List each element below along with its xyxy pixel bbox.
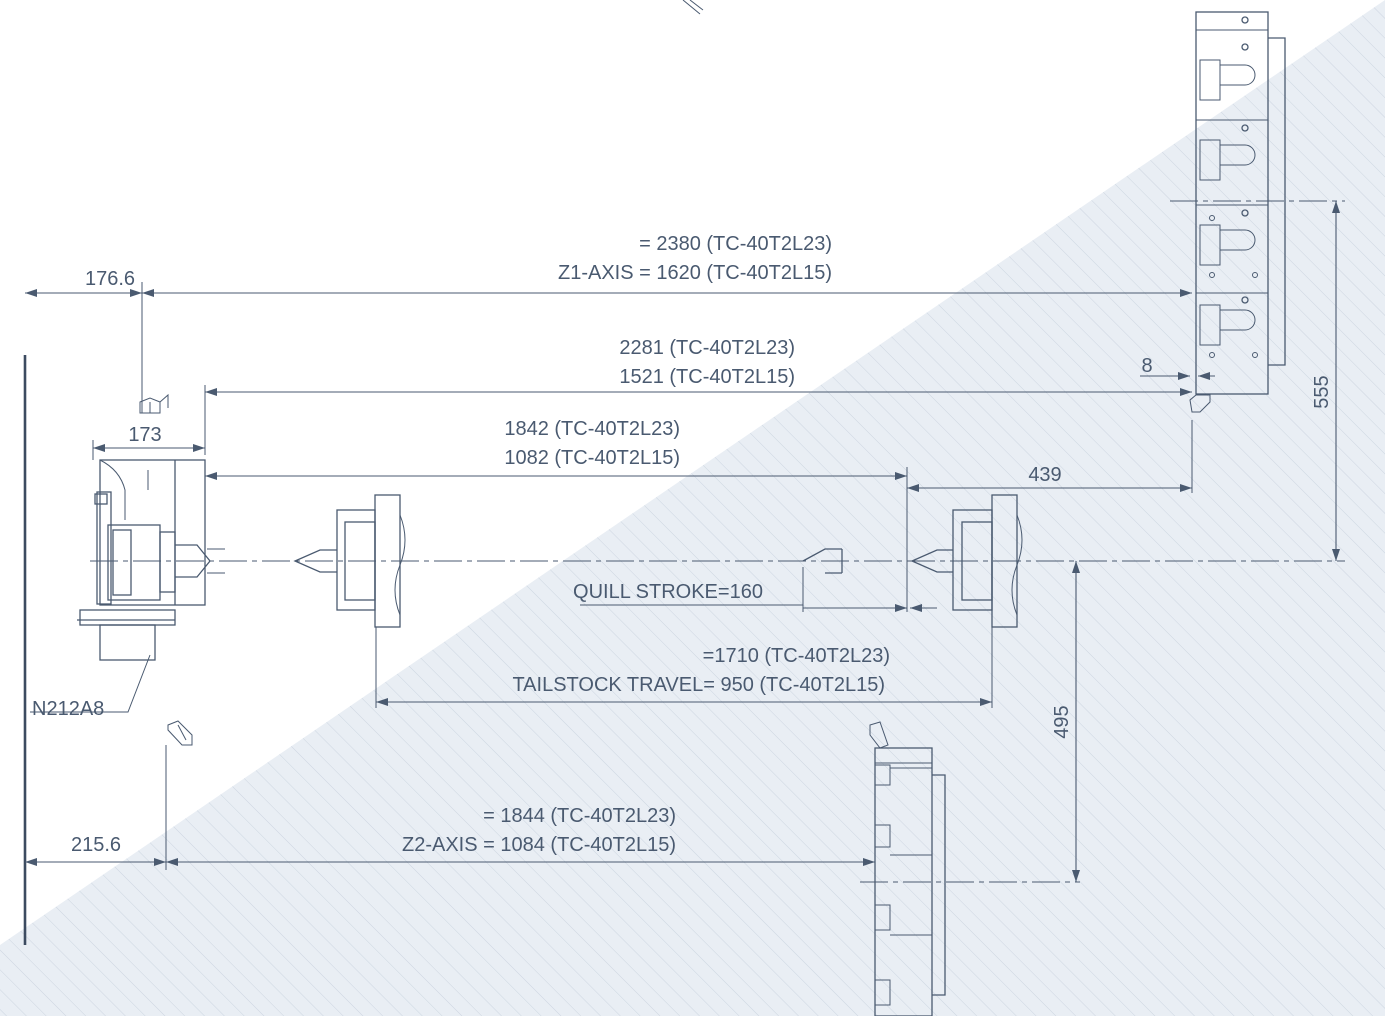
reach-short: 1521 (TC-40T2L15): [619, 366, 795, 388]
tailstock-travel-dimension: =1710 (TC-40T2L23) TAILSTOCK TRAVEL= 950…: [375, 627, 993, 708]
z2-axis-dimension: 215.6 = 1844 (TC-40T2L23) Z2-AXIS = 1084…: [25, 745, 875, 870]
tailstock-distance-dimension: 1842 (TC-40T2L23) 1082 (TC-40T2L15): [205, 418, 908, 612]
chuck-label: N212A8: [32, 698, 104, 720]
tool-marker-lower: [167, 720, 193, 746]
chuck-width-dimension: 173: [92, 424, 205, 460]
upper-turret: [1189, 11, 1286, 413]
z1-axis-long: = 2380 (TC-40T2L23): [639, 233, 832, 255]
offset-8-dimension: 8: [1140, 355, 1215, 380]
quill-stroke-dimension: QUILL STROKE=160: [573, 567, 937, 612]
headstock-chuck: [77, 459, 225, 661]
tailstock-advanced: [802, 494, 1023, 628]
tail-dist-long: 1842 (TC-40T2L23): [504, 418, 680, 440]
chuck-label-leader: [30, 654, 151, 713]
vertical-495-label: 495: [1051, 705, 1073, 738]
vertical-555-dimension: 555: [1311, 201, 1340, 561]
z2-left-offset: 215.6: [71, 834, 121, 856]
offset-8-label: 8: [1141, 355, 1152, 377]
turret-offset-439: 439: [907, 420, 1193, 493]
quill-stroke-label: QUILL STROKE=160: [573, 581, 763, 603]
reach-long: 2281 (TC-40T2L23): [619, 337, 795, 359]
tail-travel-long: =1710 (TC-40T2L23): [703, 645, 890, 667]
z1-axis-dimension: 176.6 = 2380 (TC-40T2L23) Z1-AXIS = 1620…: [25, 233, 1192, 413]
z1-axis-short: Z1-AXIS = 1620 (TC-40T2L15): [558, 262, 832, 284]
z2-axis-short: Z2-AXIS = 1084 (TC-40T2L15): [402, 834, 676, 856]
offset-439-label: 439: [1028, 464, 1061, 486]
tailstock-home: [293, 494, 406, 628]
z1-left-offset: 176.6: [85, 268, 135, 290]
chuck-width-label: 173: [128, 424, 161, 446]
z2-axis-long: = 1844 (TC-40T2L23): [483, 805, 676, 827]
cut-off-label-mark: [682, 0, 704, 15]
tail-travel-short: TAILSTOCK TRAVEL= 950 (TC-40T2L15): [512, 674, 885, 696]
vertical-555-label: 555: [1311, 375, 1333, 408]
vertical-495-dimension: 495: [1051, 561, 1080, 882]
tool-reach-dimension: 2281 (TC-40T2L23) 1521 (TC-40T2L15): [204, 337, 1192, 455]
tool-marker-upper: [139, 393, 169, 414]
tail-dist-short: 1082 (TC-40T2L15): [504, 447, 680, 469]
